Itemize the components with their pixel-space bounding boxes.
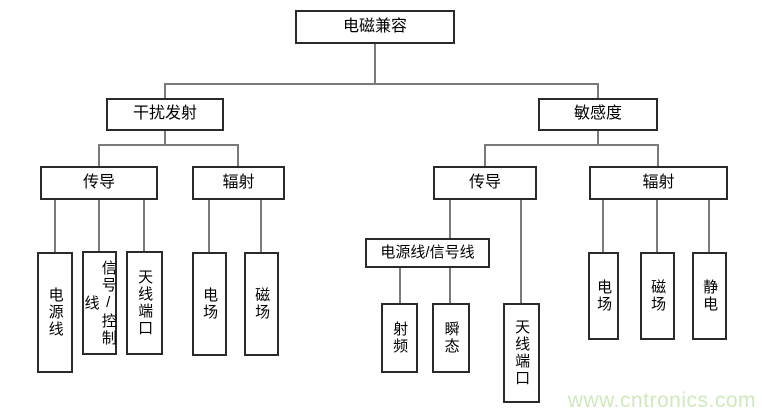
node-power-signal-line: 电源线/信号线 xyxy=(365,238,490,268)
node-rf: 射频 xyxy=(381,303,418,373)
node-power-line-label: 电源线 xyxy=(46,287,64,338)
node-susceptibility-radiated: 辐射 xyxy=(589,166,728,200)
node-power-signal-line-label: 电源线/信号线 xyxy=(380,244,475,262)
node-antenna-port-emission-label: 天线端口 xyxy=(136,269,154,337)
node-rf-label: 射频 xyxy=(391,321,409,355)
node-electrostatic: 静电 xyxy=(692,252,727,340)
connector-emission-down xyxy=(164,130,166,145)
node-transient-label: 瞬态 xyxy=(442,321,460,355)
connector-susceptibility-down xyxy=(597,130,599,145)
connector-to-antenna-port-emission xyxy=(143,200,145,251)
connector-to-susceptibility-conducted xyxy=(484,144,486,166)
connector-to-antenna-port-susceptibility xyxy=(520,200,522,303)
node-interference-emission: 干扰发射 xyxy=(106,98,224,131)
connector-to-power-line xyxy=(54,200,56,252)
node-electric-field-emission: 电场 xyxy=(192,252,227,356)
node-susceptibility-radiated-label: 辐射 xyxy=(642,173,675,191)
connector-to-rf xyxy=(399,268,401,303)
connector-level2-horizontal xyxy=(164,83,599,85)
node-susceptibility-conducted: 传导 xyxy=(433,166,537,200)
connector-to-emission xyxy=(164,83,166,98)
node-magnetic-field-susceptibility-label: 磁场 xyxy=(649,279,667,313)
connector-to-electric-field-susceptibility xyxy=(602,200,604,252)
node-magnetic-field-emission: 磁场 xyxy=(244,252,279,356)
node-antenna-port-susceptibility: 天线端口 xyxy=(503,303,540,403)
node-electric-field-emission-label: 电场 xyxy=(201,287,219,321)
node-susceptibility: 敏感度 xyxy=(538,98,658,131)
connector-to-electrostatic xyxy=(708,200,710,252)
node-emission-radiated-label: 辐射 xyxy=(222,173,255,191)
node-emission-conducted-label: 传导 xyxy=(82,173,115,191)
node-signal-control-line-label: 信号/控制线 xyxy=(82,259,117,347)
node-transient: 瞬态 xyxy=(432,303,470,373)
node-emission-radiated: 辐射 xyxy=(192,166,285,200)
connector-to-susceptibility xyxy=(597,83,599,98)
node-susceptibility-conducted-label: 传导 xyxy=(468,173,501,191)
node-root-label: 电磁兼容 xyxy=(342,17,407,35)
connector-to-electric-field-emission xyxy=(208,200,210,252)
node-magnetic-field-emission-label: 磁场 xyxy=(253,287,271,321)
node-interference-emission-label: 干扰发射 xyxy=(132,105,197,123)
connector-to-magnetic-field-susceptibility xyxy=(656,200,658,252)
node-electrostatic-label: 静电 xyxy=(701,279,719,313)
connector-to-signal-control-line xyxy=(98,200,100,251)
node-susceptibility-label: 敏感度 xyxy=(573,105,622,123)
node-root: 电磁兼容 xyxy=(295,10,455,44)
node-emission-conducted: 传导 xyxy=(40,166,158,200)
node-electric-field-susceptibility: 电场 xyxy=(588,252,619,340)
node-power-line: 电源线 xyxy=(37,252,73,373)
connector-to-transient xyxy=(449,268,451,303)
connector-to-power-signal-line xyxy=(449,200,451,238)
connector-to-emission-conducted xyxy=(98,144,100,166)
connector-to-susceptibility-radiated xyxy=(657,144,659,166)
connector-susceptibility-horizontal xyxy=(484,144,658,146)
node-antenna-port-susceptibility-label: 天线端口 xyxy=(513,319,531,387)
connector-root-down xyxy=(374,44,376,84)
node-antenna-port-emission: 天线端口 xyxy=(126,251,163,355)
node-magnetic-field-susceptibility: 磁场 xyxy=(640,252,675,340)
connector-emission-horizontal xyxy=(98,144,239,146)
watermark-cntronics: www.cntronics.com xyxy=(567,389,756,412)
connector-to-magnetic-field-emission xyxy=(260,200,262,252)
connector-to-emission-radiated xyxy=(237,144,239,166)
node-signal-control-line: 信号/控制线 xyxy=(82,251,117,355)
node-electric-field-susceptibility-label: 电场 xyxy=(595,279,613,313)
